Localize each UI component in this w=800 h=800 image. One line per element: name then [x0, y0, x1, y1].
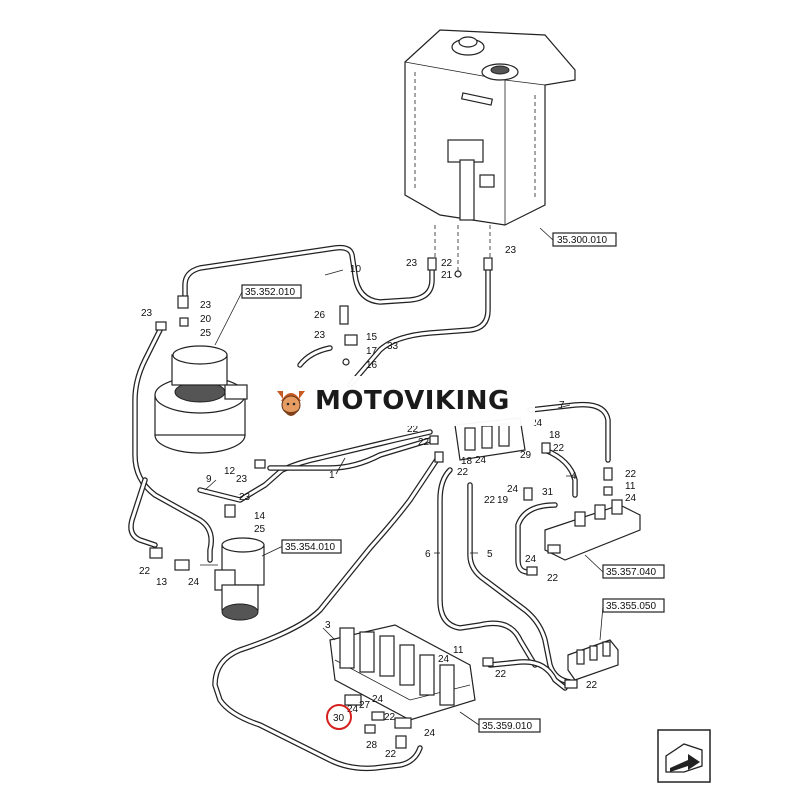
callout: 28: [366, 740, 378, 751]
callout: 3: [325, 620, 331, 631]
fittings: [149, 257, 613, 749]
callout: 29: [520, 450, 532, 461]
swing-motor: [154, 345, 248, 454]
valve-block-far-right: [567, 639, 619, 681]
callout: 22: [385, 749, 397, 760]
valve-block-right: [544, 499, 641, 561]
ref-control-valve: 35.359.010: [482, 721, 532, 732]
callout: 21: [441, 270, 453, 281]
viking-helmet-icon: [277, 391, 305, 416]
callout: 22: [139, 566, 151, 577]
hose-lines: [128, 244, 611, 772]
reference-boxes: 35.300.010 35.352.010 35.354.010 35.357.…: [241, 232, 665, 733]
callout: 24: [531, 418, 543, 429]
callout: 26: [314, 310, 326, 321]
ref-valve-block-far-right: 35.355.050: [606, 601, 656, 612]
callout: 25: [200, 328, 212, 339]
callout: 27: [359, 700, 371, 711]
callout: 23: [141, 308, 153, 319]
callout: 14: [254, 511, 266, 522]
leader-lines: [204, 227, 604, 726]
callout: 24: [525, 554, 537, 565]
callout: 24: [347, 704, 359, 715]
callout: 23: [406, 258, 418, 269]
hydraulic-tank: [404, 29, 576, 272]
highlight-circle: [326, 704, 352, 730]
control-valve: [329, 624, 476, 729]
callout: 22: [418, 437, 430, 448]
callout: 10: [350, 264, 362, 275]
callout: 1: [329, 470, 335, 481]
callout: 17: [366, 346, 378, 357]
callout: 22: [625, 469, 637, 480]
callout: 5: [487, 549, 493, 560]
ref-travel-motor: 35.354.010: [285, 542, 335, 553]
callout: 22: [586, 680, 598, 691]
callout: 24: [188, 577, 200, 588]
travel-motor: [200, 537, 265, 621]
callout: 13: [156, 577, 168, 588]
callout: 22: [457, 467, 469, 478]
callout: 22: [407, 424, 419, 435]
callout: 24: [475, 455, 487, 466]
callout: 4: [571, 471, 577, 482]
watermark-banner: MOTOVIKING: [263, 376, 535, 426]
callout: 11: [625, 481, 636, 492]
callout: 22: [553, 443, 565, 454]
callout-numbers: 23 22 21 23 10 23 20 25 23 26 23 15 17 1…: [139, 245, 637, 760]
callout: 23: [505, 245, 517, 256]
callout: 22: [441, 258, 453, 269]
ref-valve-block-right: 35.357.040: [606, 567, 656, 578]
callout: 12: [224, 466, 236, 477]
callout: 18: [461, 456, 473, 467]
callout: 22: [384, 712, 396, 723]
callout: 11: [453, 645, 464, 656]
callout: 18: [549, 430, 561, 441]
brand-name: MOTOVIKING: [315, 386, 510, 416]
callout: 24: [507, 484, 519, 495]
callout: 9: [206, 474, 212, 485]
callout: 23: [314, 330, 326, 341]
callout: 16: [366, 360, 378, 371]
callout: 22: [547, 573, 559, 584]
callout: 23: [239, 492, 251, 503]
callout: 24: [424, 728, 436, 739]
ref-tank: 35.300.010: [557, 235, 607, 246]
callout: 22: [484, 495, 496, 506]
callout-highlighted: 30: [333, 713, 345, 724]
callout: 15: [366, 332, 378, 343]
callout: 24: [625, 493, 637, 504]
callout: 22: [495, 669, 507, 680]
callout: 24: [372, 694, 384, 705]
callout: 19: [497, 495, 509, 506]
callout: 23: [200, 300, 212, 311]
callout: 33: [387, 341, 399, 352]
callout: 7: [559, 400, 565, 411]
callout: 25: [254, 524, 266, 535]
ref-swing-motor: 35.352.010: [245, 287, 295, 298]
callout: 24: [438, 654, 450, 665]
callout: 23: [236, 474, 248, 485]
next-page-arrow-icon[interactable]: [657, 729, 711, 783]
callout: 20: [200, 314, 212, 325]
callout: 31: [542, 487, 554, 498]
callout: 6: [425, 549, 431, 560]
